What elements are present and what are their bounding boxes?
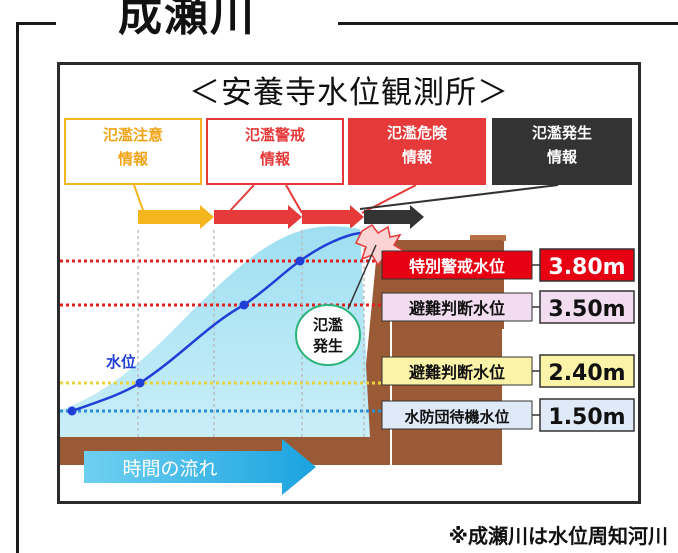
alert-flood-danger: 氾濫危険 情報 xyxy=(348,118,486,185)
water-level-diagram: ＜安養寺水位観測所＞ 氾濫注意 情報 氾濫警戒 情報 氾濫危険 情報 氾濫発生 … xyxy=(57,62,641,504)
flood-callout-line1: 氾濫 xyxy=(313,316,343,334)
level-labels: 特別警戒水位 避難判断水位 避難判断水位 水防団待機水位 xyxy=(381,250,533,430)
svg-text:避難判断水位: 避難判断水位 xyxy=(409,363,505,382)
alert-flood-warning: 氾濫警戒 情報 xyxy=(206,118,344,185)
flood-callout-bubble xyxy=(295,304,361,366)
curve-points xyxy=(67,256,305,416)
time-flow-arrow xyxy=(84,439,316,495)
svg-text:避難判断水位: 避難判断水位 xyxy=(409,299,505,318)
diagram-graphics: 氾濫 発生 水位 特別警戒水位 避難判断水位 避難判断水位 水防団待機水位 3.… xyxy=(60,184,635,495)
stage-arrows xyxy=(138,205,424,229)
riverbank xyxy=(60,240,410,465)
time-flow-label: 時間の流れ xyxy=(122,458,217,480)
alert-flood-occurrence: 氾濫発生 情報 xyxy=(492,118,632,185)
svg-text:1.50m: 1.50m xyxy=(548,405,625,430)
footnote: ※成瀬川は水位周知河川 xyxy=(448,524,668,548)
frame-top-left xyxy=(16,22,56,25)
svg-text:特別警戒水位: 特別警戒水位 xyxy=(409,257,505,276)
alert-connectors xyxy=(133,184,559,214)
river-title: 成瀬川 xyxy=(104,0,270,42)
water-level-label: 水位 xyxy=(106,353,136,371)
flood-callout-line2: 発生 xyxy=(312,337,343,355)
svg-text:3.50m: 3.50m xyxy=(548,297,625,322)
svg-text:水防団待機水位: 水防団待機水位 xyxy=(404,408,509,426)
station-name: ＜安養寺水位観測所＞ xyxy=(189,75,509,111)
frame-top-right xyxy=(338,22,678,25)
frame-left xyxy=(16,22,19,553)
svg-text:2.40m: 2.40m xyxy=(548,361,625,386)
level-values: 3.80m 3.50m 2.40m 1.50m xyxy=(532,248,635,432)
svg-text:3.80m: 3.80m xyxy=(548,255,625,280)
alert-flood-caution: 氾濫注意 情報 xyxy=(64,118,202,185)
